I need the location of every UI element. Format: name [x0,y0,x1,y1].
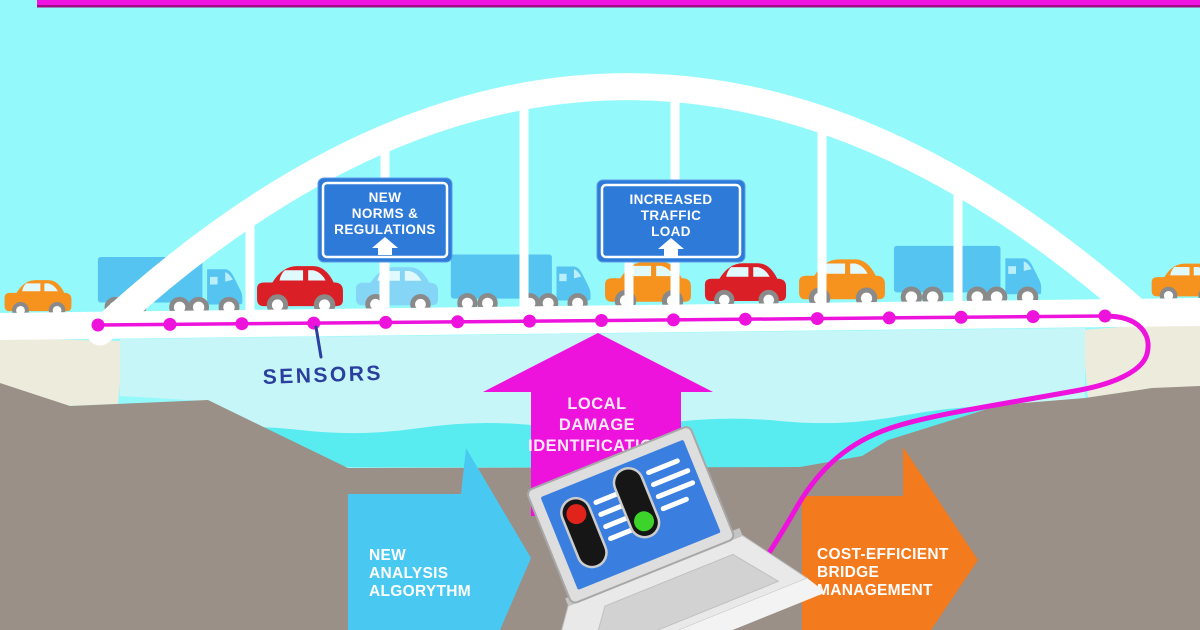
bridge-hanger-cable [817,118,827,318]
sensor-data-cable [754,313,1151,574]
car-windshield [1193,267,1200,276]
sign-border [321,181,449,259]
sensor-dot [666,313,680,327]
arrow-label-line: BRIDGE [817,564,879,581]
sensor-dot [738,312,752,326]
car-windshield [404,271,422,281]
truck-windshield [573,269,582,279]
arrow-label-line: LOCAL [567,395,626,413]
sign-line: NEW [369,190,402,205]
bridge-hanger-cable [519,96,529,318]
indicator-light-off [573,522,594,543]
bridge-hanger-cable [953,182,963,318]
car-windshield [308,270,326,281]
car-windshield [44,283,58,292]
right-arrow-shape [348,448,531,630]
arrow-label-line: DAMAGE [559,416,635,434]
laptop [527,426,826,630]
arrow-label-line: COST-EFFICIENT [817,546,949,563]
sensor-dot [451,315,465,329]
sensor-dot [91,318,105,332]
sign-panel [317,177,453,263]
sensor-dot [810,312,824,326]
car [4,280,72,319]
sign-line: REGULATIONS [334,222,436,237]
bridge-arch [86,73,1154,346]
sign-post [379,258,389,316]
arrow-label-line: NEW [369,547,406,564]
sensor-dot [1026,310,1040,324]
truck-windshield [225,272,233,282]
sensors-pointer-line [314,325,323,359]
truck-trailer [893,245,1001,293]
arrow-label-line: ALGORYTHM [369,583,471,600]
arrow-label-line: ANALYSIS [369,565,448,582]
road-sign-norms: NEW NORMS & REGULATIONS [317,177,453,263]
bridge-hanger-cable [245,208,255,318]
sensor-dot [235,317,249,331]
sensor-dot [523,314,537,328]
sign-post [624,258,634,313]
arrow-label-line: MANAGEMENT [817,582,933,599]
sensor-dot [595,314,608,327]
indicator-light-off [581,541,602,562]
indicator-light-red [566,504,587,525]
up-arrow-icon [372,237,398,255]
sensor-dot [882,311,896,325]
sensor-dot [379,315,393,329]
car-windshield [656,265,674,277]
truck-cab-window [210,276,218,285]
sensor-dot [954,310,968,324]
screen-text-line [650,468,691,488]
sensors-annotation: SENSORS [262,325,383,389]
laptop-base-rim [544,578,826,630]
top-accent-bar-shadow [37,5,1200,8]
car-windshield [850,263,868,274]
left-abutment [0,338,124,406]
car-window [279,270,304,281]
sign-line: NORMS & [352,206,419,221]
sign-panel [596,179,746,263]
road-sign-traffic-load: INCREASED TRAFFIC LOAD [596,179,746,263]
screen-text-line [660,496,689,512]
screen-text-line [646,458,680,476]
car-window [726,267,749,277]
sign-line: INCREASED [629,192,712,207]
right-arrow-shape [802,447,978,630]
car-window [22,283,41,292]
truck [893,245,1042,308]
laptop-keyboard [590,553,780,630]
truck-cab-window [1008,266,1016,274]
screen-text-line [655,480,696,500]
car-window [821,263,846,274]
car-window [1170,267,1190,276]
truck-windshield [1023,261,1032,272]
sign-line: LOAD [651,224,691,239]
up-arrow-icon [658,238,684,256]
traffic-light-indicator-status-right [612,458,696,539]
truck-trailer [450,254,552,299]
sign-line: TRAFFIC [641,208,702,223]
car-windshield [753,267,770,277]
sensor-dot [163,317,177,331]
sign-border [600,183,742,259]
top-accent-bar [37,0,1200,6]
indicator-light-off [619,474,640,495]
monitoring-app-screen [560,458,696,569]
sensors-label: SENSORS [262,362,383,389]
sensor-dot [307,316,321,330]
truck-cab-window [559,273,567,282]
indicator-light-off [626,492,647,513]
indicator-light-green [634,511,655,532]
screen-text-line [608,526,637,542]
new-analysis-arrow: NEW ANALYSIS ALGORYTHM [348,448,531,630]
sensor-line [91,309,1112,332]
cost-efficient-arrow: COST-EFFICIENT BRIDGE MANAGEMENT [802,447,978,630]
